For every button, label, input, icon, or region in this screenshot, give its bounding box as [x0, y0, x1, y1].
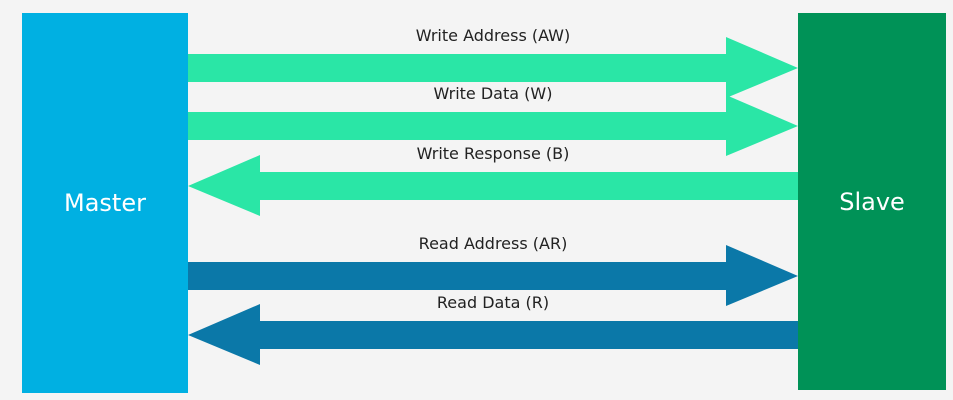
channel-write-data: Write Data (W) — [188, 84, 798, 158]
master-label: Master — [64, 189, 146, 217]
arrow-right-icon — [188, 245, 798, 306]
arrow-right-icon — [188, 37, 798, 98]
channel-read-address: Read Address (AR) — [188, 234, 798, 308]
slave-block: Slave — [798, 13, 946, 390]
arrow-left-icon — [188, 155, 798, 216]
channel-label: Read Data (R) — [436, 293, 550, 312]
master-block: Master — [22, 13, 188, 393]
channel-label: Write Address (AW) — [415, 26, 571, 45]
channel-read-data: Read Data (R) — [188, 293, 798, 367]
channel-write-response: Write Response (B) — [188, 144, 798, 218]
channel-write-address: Write Address (AW) — [188, 26, 798, 100]
arrow-right-icon — [188, 95, 798, 156]
channel-label: Read Address (AR) — [418, 234, 568, 253]
channel-label: Write Response (B) — [416, 144, 570, 163]
slave-label: Slave — [839, 187, 905, 216]
arrow-left-icon — [188, 304, 798, 365]
channel-label: Write Data (W) — [433, 84, 553, 103]
